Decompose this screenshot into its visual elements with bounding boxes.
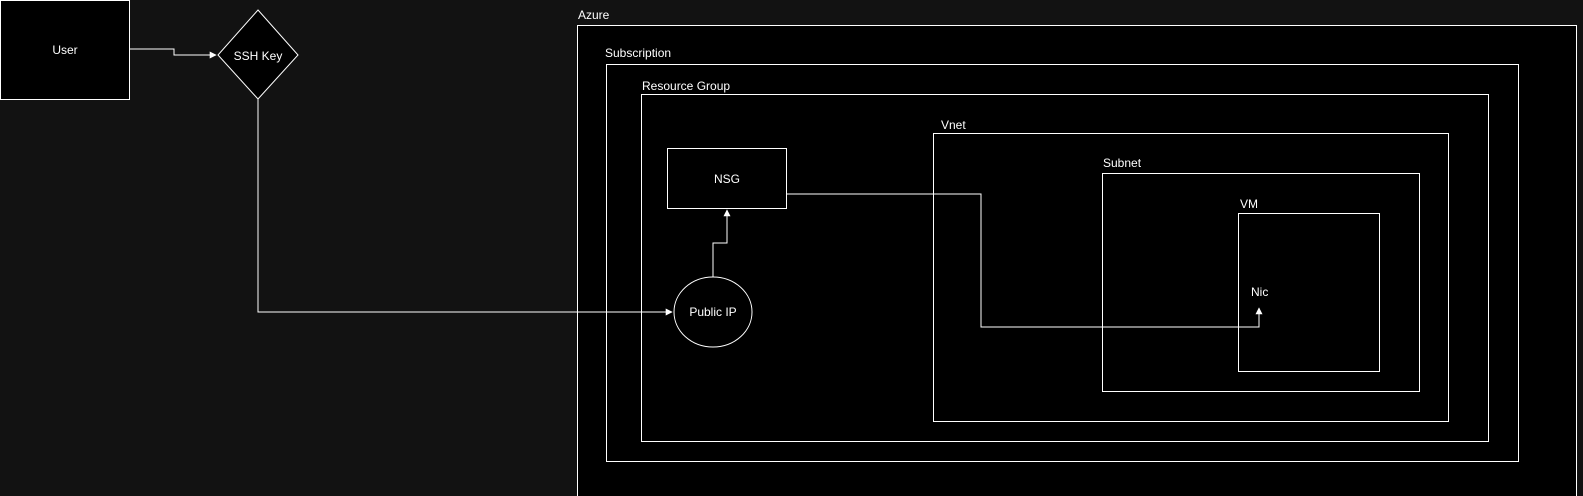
resource-group-label: Resource Group [642,79,731,93]
subscription-label: Subscription [605,46,672,60]
user-node[interactable]: User [0,0,130,100]
public-ip-label: Public IP [689,305,737,319]
vm-label: VM [1240,197,1258,211]
nsg-node[interactable]: NSG [667,148,787,209]
vm-container[interactable] [1238,213,1380,372]
subnet-label: Subnet [1103,156,1142,170]
vnet-label: Vnet [941,118,966,132]
nsg-label: NSG [713,171,740,186]
user-to-ssh-key-edge [130,48,217,59]
ssh-key-label: SSH Key [233,49,283,63]
azure-label: Azure [578,8,610,22]
user-label: User [52,43,78,57]
nic-label: Nic [1251,285,1269,299]
